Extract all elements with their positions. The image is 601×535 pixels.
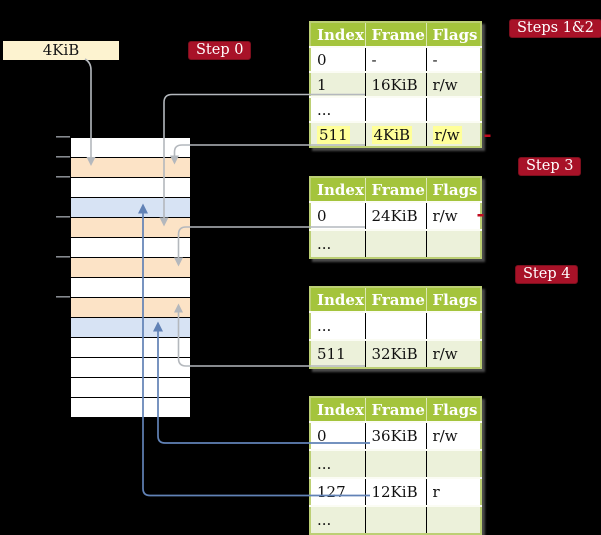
red-tick-icon — [484, 134, 491, 137]
table-cell: 32KiB — [365, 339, 427, 368]
step-4-label: Step 4 — [515, 265, 579, 284]
steps-1-2-label: Steps 1&2 — [509, 19, 601, 38]
table-cell: 36KiB — [365, 421, 427, 450]
table-cell: 0 — [310, 201, 366, 230]
table-cell — [365, 505, 427, 534]
table-cell — [426, 449, 481, 478]
column-header: Flags — [426, 177, 481, 202]
column-header: Index — [310, 287, 366, 312]
table-cell: ... — [310, 505, 366, 534]
table-cell: r/w — [426, 71, 481, 97]
table-row: ... — [310, 505, 481, 534]
table-cell: - — [426, 46, 481, 72]
table-cell — [426, 229, 481, 258]
table-cell: 12KiB — [365, 477, 427, 506]
table-cell: 0 — [310, 46, 366, 72]
table-cell — [426, 311, 481, 340]
column-header: Index — [310, 177, 366, 202]
step-3-label: Step 3 — [518, 157, 582, 176]
memory-row-peach — [71, 158, 190, 178]
table-cell — [365, 449, 427, 478]
highlighted-value: 4KiB — [371, 125, 413, 144]
table-cell — [365, 311, 427, 340]
memory-row-white — [71, 398, 190, 417]
table-row: 511 4KiB r/w — [310, 121, 481, 147]
column-header: Flags — [426, 22, 481, 47]
column-header: Frame — [365, 22, 427, 47]
table-cell: ... — [310, 311, 366, 340]
table-row: ... — [310, 229, 481, 258]
memory-tick-marks — [56, 136, 70, 298]
table-cell: ... — [310, 449, 366, 478]
column-header: Frame — [365, 177, 427, 202]
table-cell: r/w — [426, 201, 481, 230]
table-cell: - — [365, 46, 427, 72]
table-row: 0-- — [310, 46, 481, 72]
table-cell — [426, 96, 481, 122]
memory-row-peach — [71, 298, 190, 318]
table-cell: 127 — [310, 477, 366, 506]
table-cell — [426, 505, 481, 534]
memory-row-white — [71, 178, 190, 198]
column-header: Index — [310, 397, 366, 422]
memory-row-peach — [71, 218, 190, 238]
column-header: Frame — [365, 287, 427, 312]
table-cell: r/w — [426, 121, 481, 147]
memory-row-blue — [71, 198, 190, 218]
table-cell: ... — [310, 96, 366, 122]
step-0-label: Step 0 — [188, 41, 252, 60]
table-cell — [365, 96, 427, 122]
frame-size-label: 4KiB — [3, 41, 119, 60]
table-row: ... — [310, 96, 481, 122]
table-cell: 1 — [310, 71, 366, 97]
table-cell: 24KiB — [365, 201, 427, 230]
table-cell: r — [426, 477, 481, 506]
table-row: ... — [310, 311, 481, 340]
memory-row-blue — [71, 318, 190, 338]
memory-row-peach — [71, 258, 190, 278]
highlighted-value: r/w — [432, 125, 462, 144]
table-cell: 511 — [310, 121, 366, 147]
table-cell: ... — [310, 229, 366, 258]
highlighted-value: 511 — [317, 125, 350, 144]
memory-row-white — [71, 378, 190, 398]
memory-row-white — [71, 278, 190, 298]
memory-row-white — [71, 338, 190, 358]
table-cell — [365, 229, 427, 258]
memory-strip — [70, 137, 191, 418]
memory-row-white — [71, 238, 190, 258]
table-cell: r/w — [426, 421, 481, 450]
table-cell: r/w — [426, 339, 481, 368]
memory-row-white — [71, 358, 190, 378]
table-cell: 0 — [310, 421, 366, 450]
table-cell: 511 — [310, 339, 366, 368]
memory-row-white — [71, 138, 190, 158]
table-cell: 4KiB — [365, 121, 427, 147]
column-header: Frame — [365, 397, 427, 422]
table-row: ... — [310, 449, 481, 478]
table-cell: 16KiB — [365, 71, 427, 97]
column-header: Flags — [426, 287, 481, 312]
column-header: Flags — [426, 397, 481, 422]
column-header: Index — [310, 22, 366, 47]
